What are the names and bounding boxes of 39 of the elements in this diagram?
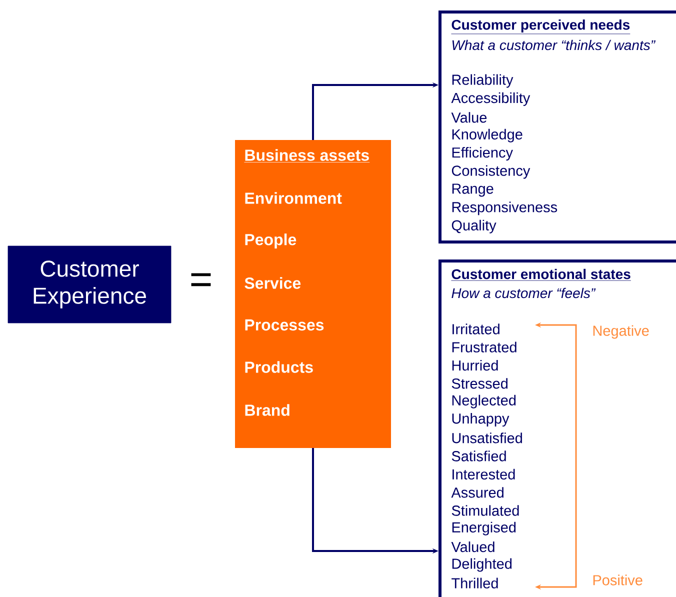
list-item: Reliability xyxy=(452,74,514,88)
list-item: Assured xyxy=(451,487,504,498)
panel-heading: Customer perceived needs xyxy=(451,19,630,34)
list-item: Stressed xyxy=(452,378,508,389)
panel-subheading: How a customer “feels” xyxy=(452,288,596,298)
scale-label: Positive xyxy=(593,574,642,586)
asset-item: Service xyxy=(244,277,301,289)
list-item: Efficiency xyxy=(452,147,513,161)
list-item: Stimulated xyxy=(452,505,519,516)
scale-label: Negative xyxy=(593,325,649,339)
list-item: Responsiveness xyxy=(452,202,558,216)
asset-item: Products xyxy=(245,361,313,373)
asset-item: People xyxy=(245,234,296,248)
panel-subheading: What a customer “thinks / wants” xyxy=(452,40,656,50)
list-item: Interested xyxy=(452,468,515,480)
panel-heading: Business assets xyxy=(244,149,370,162)
list-item: Quality xyxy=(452,220,496,234)
list-item: Satisfied xyxy=(452,450,506,462)
list-item: Thrilled xyxy=(452,578,498,588)
list-item: Energised xyxy=(452,522,516,536)
list-item: Frustrated xyxy=(452,342,516,352)
asset-item: Brand xyxy=(245,404,290,416)
list-item: Hurried xyxy=(452,360,498,371)
list-item: Valued xyxy=(451,541,494,552)
asset-item: Environment xyxy=(245,192,342,204)
list-item: Unsatisfied xyxy=(452,432,522,444)
list-item: Range xyxy=(452,184,494,197)
equals-sign: = xyxy=(191,273,211,286)
panel-heading: Customer emotional states xyxy=(451,268,632,281)
list-item: Consistency xyxy=(452,165,530,179)
asset-item: Processes xyxy=(245,319,324,331)
list-item: Neglected xyxy=(452,394,516,408)
list-item: Knowledge xyxy=(452,128,522,142)
list-item: Unhappy xyxy=(452,413,510,427)
list-item: Accessibility xyxy=(451,92,530,106)
list-item: Irritated xyxy=(452,324,500,334)
list-item: Value xyxy=(451,112,487,123)
title-box: Customer Experience xyxy=(8,246,172,324)
list-item: Delighted xyxy=(452,558,512,572)
